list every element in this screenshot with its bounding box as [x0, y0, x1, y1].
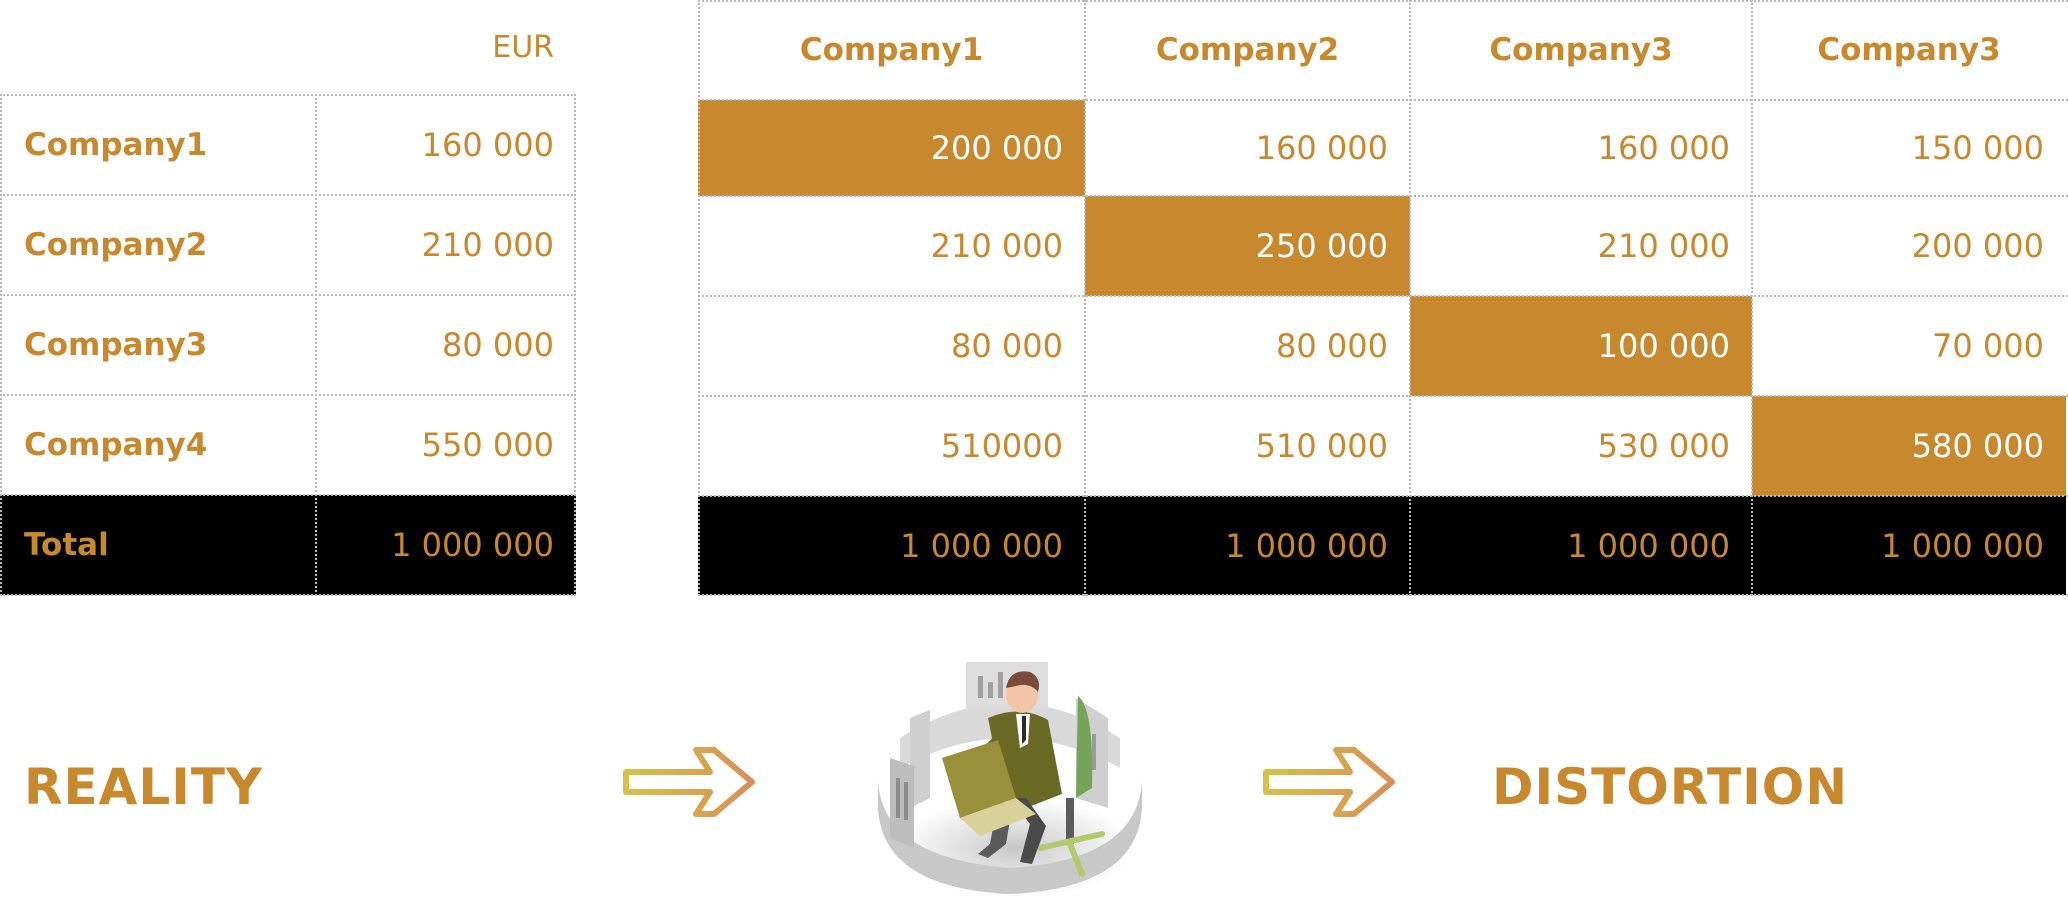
distortion-table: Company1 Company2 Company3 Company3 200 …: [698, 0, 2068, 596]
reality-total-label: Total: [0, 495, 316, 595]
distortion-total: 1 000 000: [698, 496, 1085, 595]
distortion-cell: 510000: [940, 427, 1063, 465]
grid-line: [0, 94, 576, 96]
grid-line: [1751, 0, 1753, 596]
grid-line: [0, 94, 2, 596]
right-arrow-icon: [623, 747, 755, 817]
distortion-cell: 160 000: [1255, 129, 1388, 167]
distortion-header: Company3: [1489, 32, 1673, 68]
distortion-cell: 80 000: [951, 327, 1063, 365]
reality-row-label: Company4: [24, 427, 208, 463]
grid-line: [698, 0, 700, 596]
distortion-cell: 160 000: [1597, 129, 1730, 167]
distortion-cell-highlight: 580 000: [1752, 396, 2066, 496]
distortion-cell: 210 000: [1597, 227, 1730, 265]
grid-line: [0, 294, 576, 296]
right-arrow-icon: [1263, 747, 1395, 817]
distortion-cell-highlight: 200 000: [698, 100, 1085, 196]
distortion-total: 1 000 000: [1085, 496, 1410, 595]
grid-line: [698, 594, 2068, 596]
reality-table: EUR Company1 160 000 Company2 210 000 Co…: [0, 0, 576, 596]
distortion-cell: 200 000: [1911, 227, 2044, 265]
distortion-label: DISTORTION: [1492, 758, 1849, 816]
reality-row-label: Company3: [24, 327, 208, 363]
businessman-laptop-illustration: [878, 662, 1142, 898]
reality-row-value: 160 000: [421, 126, 554, 164]
grid-line: [0, 494, 576, 496]
reality-row-value: 80 000: [442, 326, 554, 364]
distortion-total: 1 000 000: [1410, 496, 1752, 595]
distortion-cell: 150 000: [1911, 129, 2044, 167]
reality-row-value: 550 000: [421, 426, 554, 464]
grid-line: [698, 495, 2068, 497]
distortion-cell-highlight: 250 000: [1085, 196, 1410, 296]
grid-line: [698, 99, 2068, 101]
reality-label: REALITY: [24, 758, 264, 816]
distortion-header: Company1: [799, 32, 984, 68]
grid-line: [698, 295, 2068, 297]
currency-label: EUR: [492, 30, 554, 65]
grid-line: [0, 394, 576, 396]
distortion-cell: 210 000: [930, 227, 1063, 265]
grid-line: [698, 0, 2068, 2]
distortion-cell: 530 000: [1597, 427, 1730, 465]
reality-row-value: 210 000: [421, 226, 554, 264]
distortion-header: Company2: [1155, 32, 1340, 68]
grid-line: [698, 195, 2068, 197]
distortion-cell: 510 000: [1255, 427, 1388, 465]
distortion-cell: 80 000: [1276, 327, 1388, 365]
grid-line: [1084, 0, 1086, 596]
reality-row-label: Company1: [24, 127, 208, 163]
grid-line: [0, 194, 576, 196]
grid-line: [315, 94, 317, 596]
grid-line: [0, 594, 576, 596]
distortion-cell: 70 000: [1932, 327, 2044, 365]
grid-line: [1409, 0, 1411, 596]
grid-line: [574, 94, 576, 596]
distortion-total: 1 000 000: [1752, 496, 2066, 595]
distortion-cell-highlight: 100 000: [1410, 296, 1752, 396]
distortion-header: Company3: [1817, 32, 2001, 68]
reality-row-label: Company2: [24, 227, 208, 263]
grid-line: [698, 395, 2068, 397]
reality-total-value: 1 000 000: [316, 495, 576, 595]
